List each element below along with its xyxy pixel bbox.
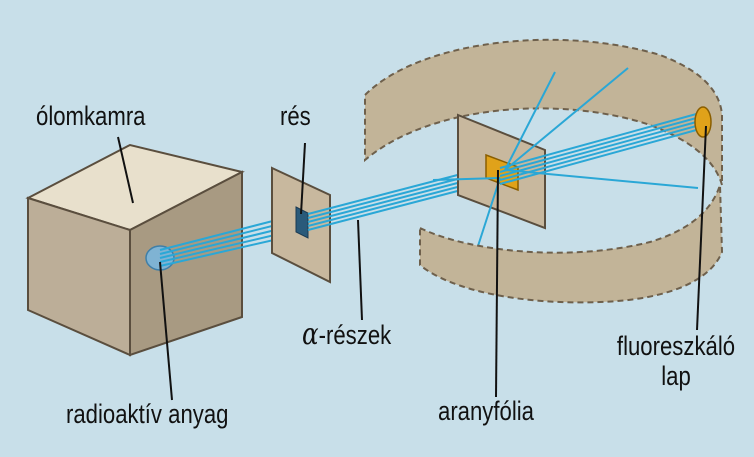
slit-plate <box>271 166 331 284</box>
label-alpha-particles: α-részek <box>302 318 391 351</box>
screen-band-front <box>419 184 724 304</box>
label-slit: rés <box>280 101 311 131</box>
label-gold-foil: aranyfólia <box>438 396 535 426</box>
leader-lines <box>117 125 707 401</box>
leader-lead-chamber <box>117 136 134 204</box>
label-fluorescent-line1: fluoreszkáló <box>616 331 736 361</box>
lead-chamber-front <box>27 196 131 357</box>
screen-band-back <box>364 38 723 186</box>
leader-fluorescent <box>696 125 707 331</box>
label-fluorescent-screen: fluoreszkáló lap <box>610 331 741 391</box>
slit-opening <box>295 206 309 239</box>
alpha-symbol: α <box>302 317 319 352</box>
scattered-rays <box>432 67 699 247</box>
label-lead-chamber: ólomkamra <box>36 101 146 131</box>
fluorescent-spot <box>694 106 712 138</box>
leader-slit <box>300 142 306 215</box>
leader-gold-foil <box>495 169 499 398</box>
alpha-beam-outer <box>499 112 701 185</box>
label-radioactive-material: radioaktív anyag <box>66 399 229 429</box>
alpha-particles-text: -részek <box>318 320 392 350</box>
leader-radioactive <box>159 261 173 401</box>
leader-alpha <box>357 219 363 321</box>
label-fluorescent-line2: lap <box>661 360 691 391</box>
lead-chamber-box <box>25 143 245 357</box>
